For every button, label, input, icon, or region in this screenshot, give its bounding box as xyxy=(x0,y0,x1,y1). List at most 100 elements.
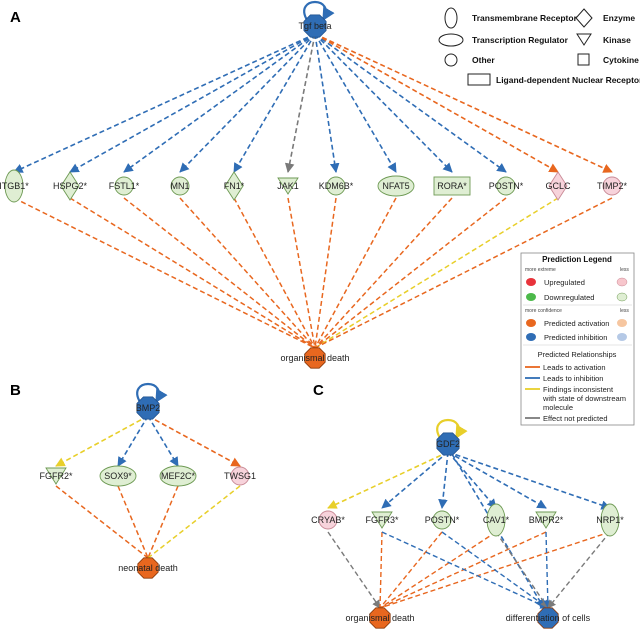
node-c-fgfr3-label: FGFR3* xyxy=(365,515,399,525)
node-c-bmpr2[interactable] xyxy=(535,511,557,529)
legend-other: Other xyxy=(472,55,495,65)
edge-a-itgb1-outcome xyxy=(13,197,316,349)
node-c-nrp1[interactable] xyxy=(600,503,620,537)
node-a-jak1-label: JAK1 xyxy=(277,181,299,191)
edge-c-nrp1-differentiation xyxy=(547,531,611,609)
node-a-regulator-self-loop xyxy=(303,0,335,22)
legend-predicted-activation: Predicted activation xyxy=(544,319,609,328)
legend-findings-inconsistent-3: molecule xyxy=(543,403,573,412)
node-b-twsg1[interactable] xyxy=(230,466,250,486)
node-c-outcome-organismal-death-label: organismal death xyxy=(345,613,414,623)
node-a-itgb1-label: ITGB1* xyxy=(0,181,29,191)
edge-a-regulator-fstl1 xyxy=(123,33,316,173)
node-b-regulator-self-loop xyxy=(136,382,168,404)
node-a-itgb1[interactable] xyxy=(4,169,24,203)
edge-a-regulator-jak1 xyxy=(284,33,316,173)
edge-c-bmpr2-organismal-death xyxy=(379,531,547,609)
other-shape-icon xyxy=(444,53,458,67)
upregulated-light-swatch-icon xyxy=(616,277,628,287)
edge-c-fgfr3-differentiation xyxy=(381,531,549,609)
edge-c-postn_c-organismal-death xyxy=(379,531,443,609)
edge-b-regulator-sox9 xyxy=(117,415,149,467)
upregulated-swatch-icon xyxy=(526,278,536,286)
node-c-postn_c-label: POSTN* xyxy=(425,515,460,525)
node-a-fstl1[interactable] xyxy=(114,176,134,196)
legend-findings-inconsistent-2: with state of downstream xyxy=(542,394,626,403)
node-a-gclc[interactable] xyxy=(548,171,568,201)
node-c-outcome-organismal-death[interactable] xyxy=(369,607,391,629)
edge-a-regulator-nfat5 xyxy=(314,33,397,173)
predicted-activation-swatch-icon xyxy=(526,319,536,327)
edge-a-regulator-mn1 xyxy=(179,33,316,173)
node-a-timp2[interactable] xyxy=(602,176,622,196)
node-b-regulator[interactable] xyxy=(136,396,160,420)
edge-c-regulator-nrp1 xyxy=(447,451,611,510)
node-c-regulator[interactable] xyxy=(436,432,460,456)
node-b-mef2c-label: MEF2C* xyxy=(161,471,196,481)
edge-a-regulator-rora xyxy=(314,33,453,173)
node-c-regulator-label: GDF2 xyxy=(436,439,460,449)
legend-transcription-regulator: Transcription Regulator xyxy=(472,35,569,45)
edge-b-regulator-fgfr2 xyxy=(55,415,149,467)
node-a-postn-label: POSTN* xyxy=(489,181,524,191)
node-a-nfat5[interactable] xyxy=(377,175,415,197)
node-b-sox9-label: SOX9* xyxy=(104,471,132,481)
edge-b-regulator-twsg1 xyxy=(147,415,241,467)
edge-a-regulator-gclc xyxy=(314,33,559,173)
node-a-outcome[interactable] xyxy=(304,347,326,369)
node-c-outcome-differentiation-label: differentiation of cells xyxy=(506,613,591,623)
edge-c-cav1-organismal-death xyxy=(379,531,497,609)
legend-transmembrane-receptor: Transmembrane Receptor xyxy=(472,13,578,23)
legend-kinase: Kinase xyxy=(603,35,631,45)
node-b-fgfr2[interactable] xyxy=(45,467,67,485)
node-c-outcome-differentiation[interactable] xyxy=(537,607,559,629)
panel-label-c: C xyxy=(313,382,324,399)
node-b-outcome[interactable] xyxy=(137,557,159,579)
node-a-regulator[interactable] xyxy=(303,14,327,38)
edge-a-regulator-fn1 xyxy=(233,33,316,173)
node-a-kdm6b[interactable] xyxy=(326,176,346,196)
node-b-outcome-label: neonatal death xyxy=(118,563,178,573)
edge-b-regulator-mef2c xyxy=(147,415,179,467)
node-a-fstl1-label: FSTL1* xyxy=(109,181,140,191)
edge-a-regulator-itgb1 xyxy=(13,33,316,173)
legend-less-2: less xyxy=(620,308,629,314)
node-a-regulator-label: Tgf beta xyxy=(298,21,331,31)
node-a-outcome-label: organismal death xyxy=(280,353,349,363)
node-b-mef2c[interactable] xyxy=(159,465,197,487)
node-a-jak1[interactable] xyxy=(277,177,299,195)
node-c-cryab[interactable] xyxy=(318,510,338,530)
edge-a-fstl1-outcome xyxy=(123,197,316,349)
node-a-rora[interactable] xyxy=(433,176,471,196)
edge-a-regulator-kdm6b xyxy=(314,33,340,173)
edge-a-kdm6b-outcome xyxy=(314,197,337,349)
node-c-cav1[interactable] xyxy=(486,503,506,537)
edge-c-regulator-fgfr3 xyxy=(381,451,449,509)
legend-more-extreme: more extreme xyxy=(525,267,556,273)
edge-a-regulator-hspg2 xyxy=(69,33,316,173)
edge-c-postn_c-differentiation xyxy=(441,531,549,609)
edge-a-jak1-outcome xyxy=(287,197,316,349)
panel-label-a: A xyxy=(10,9,21,26)
edge-c-regulator-bmpr2 xyxy=(447,451,547,509)
node-b-sox9[interactable] xyxy=(99,465,137,487)
prediction-legend: Prediction Legend more extreme less Upre… xyxy=(520,252,635,426)
predicted-activation-light-swatch-icon xyxy=(617,319,627,327)
ligand-dependent-nuclear-receptor-shape-icon xyxy=(467,73,491,86)
node-a-hspg2[interactable] xyxy=(60,171,80,201)
edge-c-regulator-cryab xyxy=(327,451,449,509)
node-c-fgfr3[interactable] xyxy=(371,511,393,529)
node-c-postn_c[interactable] xyxy=(432,510,452,530)
shape-legend: Transmembrane Receptor Transcription Reg… xyxy=(438,7,640,86)
edge-a-fn1-outcome xyxy=(233,197,316,349)
legend-findings-inconsistent-1: Findings inconsistent xyxy=(543,385,614,394)
edge-c-regulator-postn_c xyxy=(438,451,449,509)
kinase-shape-icon xyxy=(576,33,592,46)
edge-c-cav1-differentiation xyxy=(495,531,549,609)
node-a-fn1[interactable] xyxy=(224,171,244,201)
node-a-mn1[interactable] xyxy=(170,176,190,196)
node-a-postn[interactable] xyxy=(496,176,516,196)
edge-a-hspg2-outcome xyxy=(69,197,316,349)
legend-relationships-title: Predicted Relationships xyxy=(538,350,617,359)
